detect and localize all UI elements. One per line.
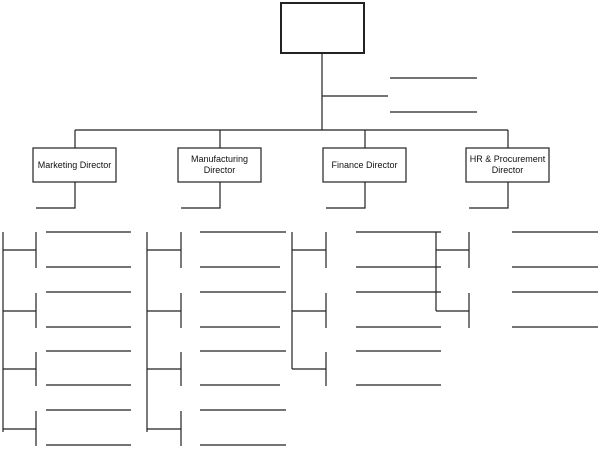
- marketing-subtree: [2, 231, 131, 446]
- manufacturing-director-box[interactable]: [177, 147, 262, 183]
- hr-subtree: [435, 231, 598, 328]
- root-box[interactable]: [280, 2, 365, 54]
- marketing-director-box[interactable]: [32, 147, 117, 183]
- finance-director-box[interactable]: [322, 147, 407, 183]
- marketing-stem: [36, 182, 76, 209]
- hr-stem: [469, 182, 509, 209]
- finance-subtree: [291, 231, 441, 386]
- manufacturing-subtree: [146, 231, 286, 446]
- hr-director-box[interactable]: [465, 147, 550, 183]
- finance-stem: [326, 182, 366, 209]
- manufacturing-stem: [181, 182, 221, 209]
